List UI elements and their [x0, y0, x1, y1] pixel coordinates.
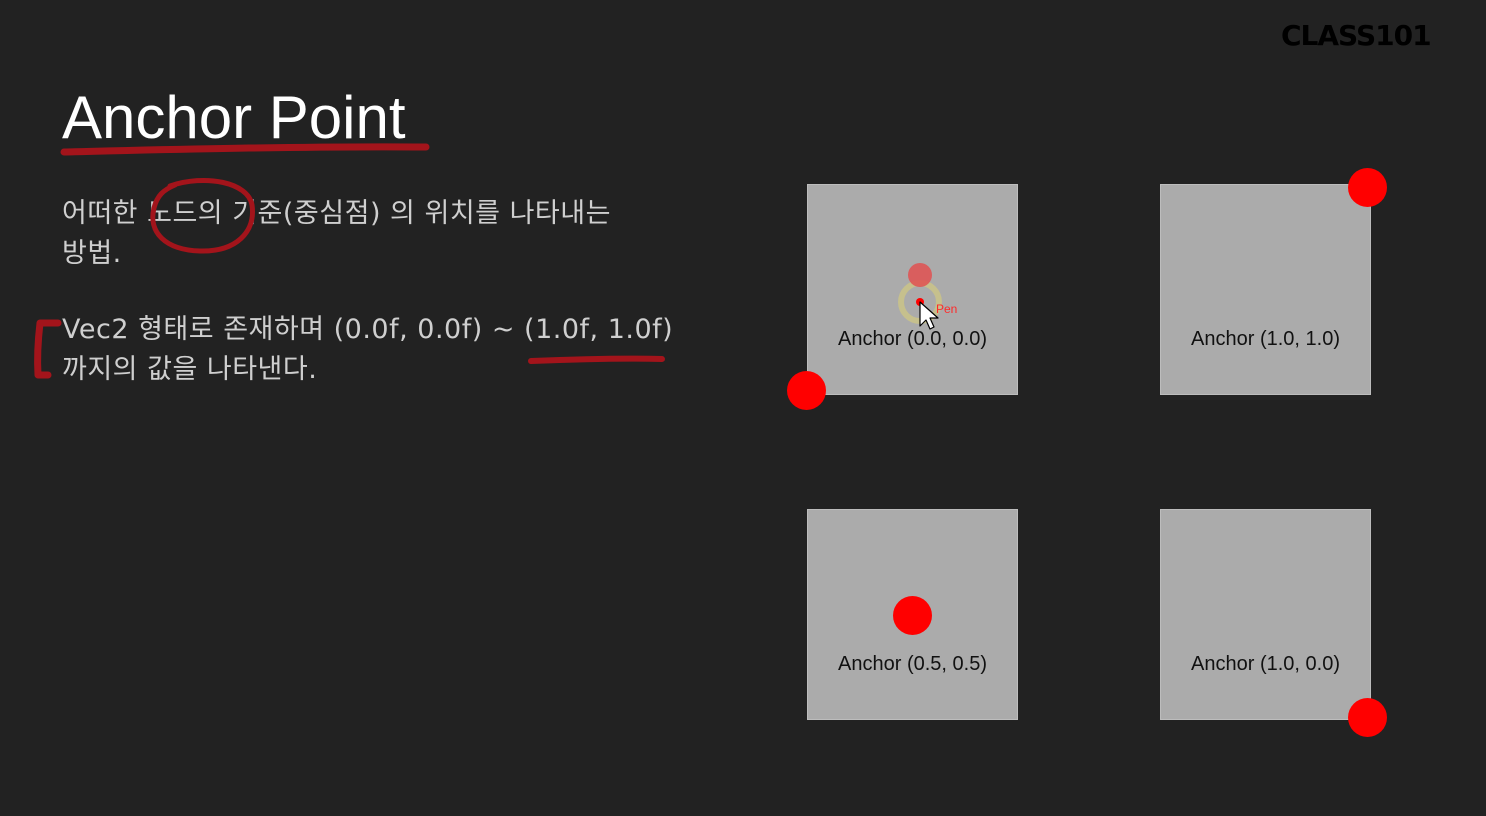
paragraph-definition: 어떠한 노드의 기준(중심점) 의 위치를 나타내는 방법.: [62, 194, 712, 274]
anchor-box-label: Anchor (0.5, 0.5): [838, 653, 987, 675]
anchor-box-label: Anchor (1.0, 1.0): [1191, 328, 1340, 350]
pen-tool-label: Pen: [936, 302, 958, 316]
anchor-box-1-0: Anchor (1.0, 0.0): [1160, 509, 1371, 720]
anchor-box-label: Anchor (1.0, 0.0): [1191, 653, 1340, 675]
brand-logo: CLASS101: [1281, 19, 1432, 52]
anchor-point-dot: [1348, 698, 1387, 737]
paragraph-line: 어떠한 노드의 기준(중심점) 의 위치를 나타내는: [62, 198, 611, 229]
slide-title: Anchor Point: [62, 84, 406, 151]
paragraph-range: Vec2 형태로 존재하며 (0.0f, 0.0f) ~ (1.0f, 1.0f…: [62, 310, 712, 390]
paragraph-line: 까지의 값을 나타낸다.: [62, 354, 318, 385]
anchor-box-0-0: Anchor (0.0, 0.0): [807, 184, 1018, 395]
paragraph-line: Vec2 형태로 존재하며 (0.0f, 0.0f) ~ (1.0f, 1.0f…: [62, 314, 674, 345]
paragraph-line: 방법.: [62, 238, 122, 269]
anchor-box-0-5: Anchor (0.5, 0.5): [807, 509, 1018, 720]
anchor-point-dot: [1348, 168, 1387, 207]
anchor-point-dot: [787, 371, 826, 410]
anchor-point-dot: [893, 596, 932, 635]
bracket-stroke: [34, 319, 62, 379]
anchor-box-1-1: Anchor (1.0, 1.0): [1160, 184, 1371, 395]
anchor-box-label: Anchor (0.0, 0.0): [838, 328, 987, 350]
